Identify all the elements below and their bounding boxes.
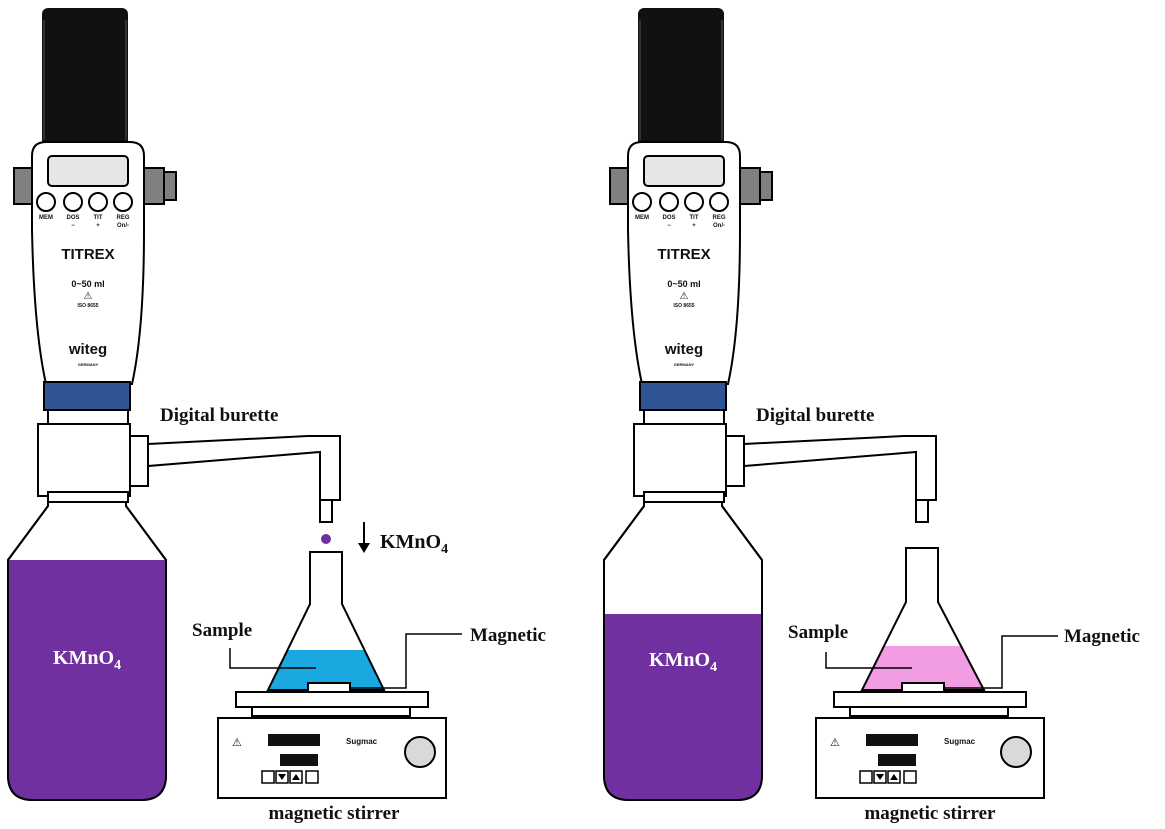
svg-text:MEM: MEM [635,215,649,221]
right-kmno4-solution [604,614,762,800]
svg-text:TIT: TIT [690,215,699,221]
right-valve-block [633,407,937,523]
svg-text:DOS: DOS [66,215,79,221]
left-drop-label: KMnO4 [380,531,448,557]
svg-text:MEM: MEM [39,215,53,221]
right-stirrer-brand: Sugmac [944,737,976,746]
left-burette-display [47,155,129,187]
left-kmno4-solution [8,560,166,800]
svg-text:−: − [667,223,671,229]
left-stir-bar [307,682,351,693]
svg-text:DOS: DOS [662,215,675,221]
right-burette-country: GERMANY [674,362,695,367]
left-bottle-label: KMnO4 [53,647,121,673]
right-reagent-bottle: KMnO4 [603,499,763,801]
left-digital-burette: MEM DOS TIT REG − + On/- TITREX 0~50 ml … [13,8,177,411]
left-apparatus: KMnO4 [7,8,546,824]
right-stirrer-label: magnetic stirrer [864,803,996,824]
left-stirrer-dial [404,736,436,768]
right-magnetic-label: Magnetic [1064,626,1140,647]
left-burette-label: Digital burette [160,405,278,426]
svg-text:TIT: TIT [94,215,103,221]
left-down-arrow-icon [358,522,370,553]
left-dispense-tube [147,435,341,501]
left-valve-block [37,407,341,523]
right-burette-range: 0~50 ml [667,279,700,289]
left-burette-iso: ISO 8655 [77,303,98,309]
left-burette-range: 0~50 ml [71,279,104,289]
svg-text:REG: REG [116,215,129,221]
right-sample-label: Sample [788,622,848,643]
right-apparatus: KMnO4 MEM DO [603,8,1140,824]
right-magnetic-stirrer: ⚠ Sugmac [815,691,1045,799]
left-burette-keys: MEM DOS TIT REG − + On/- [36,192,133,229]
right-burette-label: Digital burette [756,405,874,426]
left-burette-brand: TITREX [61,246,114,263]
svg-text:On/-: On/- [713,223,725,229]
right-burette-brand: TITREX [657,246,710,263]
right-burette-knob [638,8,724,146]
svg-text:On/-: On/- [117,223,129,229]
right-burette-collar [639,381,727,411]
left-burette-collar [43,381,131,411]
left-magnetic-stirrer: ⚠ Sugmac [217,691,447,799]
left-burette-knob [42,8,128,146]
right-burette-warning-icon: ⚠ [680,291,689,302]
svg-text:+: + [692,223,696,229]
left-burette-maker: witeg [68,341,107,358]
right-burette-maker: witeg [664,341,703,358]
right-burette-iso: ISO 8655 [673,303,694,309]
svg-text:REG: REG [712,215,725,221]
right-stirrer-dial [1000,736,1032,768]
right-dispense-tube [743,435,937,501]
left-magnetic-label: Magnetic [470,625,546,646]
left-reagent-bottle: KMnO4 [7,499,167,801]
left-burette-country: GERMANY [78,362,99,367]
right-stir-bar [901,682,945,693]
right-digital-burette: MEM DOS TIT REG − + On/- TITREX 0~50 ml … [609,8,773,411]
left-stirrer-label: magnetic stirrer [268,803,400,824]
left-kmno4-drop [321,534,331,544]
right-stirrer-warning-icon: ⚠ [830,737,840,749]
left-stirrer-warning-icon: ⚠ [232,737,242,749]
svg-text:+: + [96,223,100,229]
left-burette-warning-icon: ⚠ [84,291,93,302]
left-erlenmeyer-flask [266,551,386,693]
right-erlenmeyer-flask [860,547,986,693]
right-bottle-label: KMnO4 [649,649,717,675]
svg-text:−: − [71,223,75,229]
right-burette-keys: MEM DOS TIT REG − + On/- [632,192,729,229]
left-sample-label: Sample [192,620,252,641]
left-stirrer-brand: Sugmac [346,737,378,746]
right-burette-display [643,155,725,187]
